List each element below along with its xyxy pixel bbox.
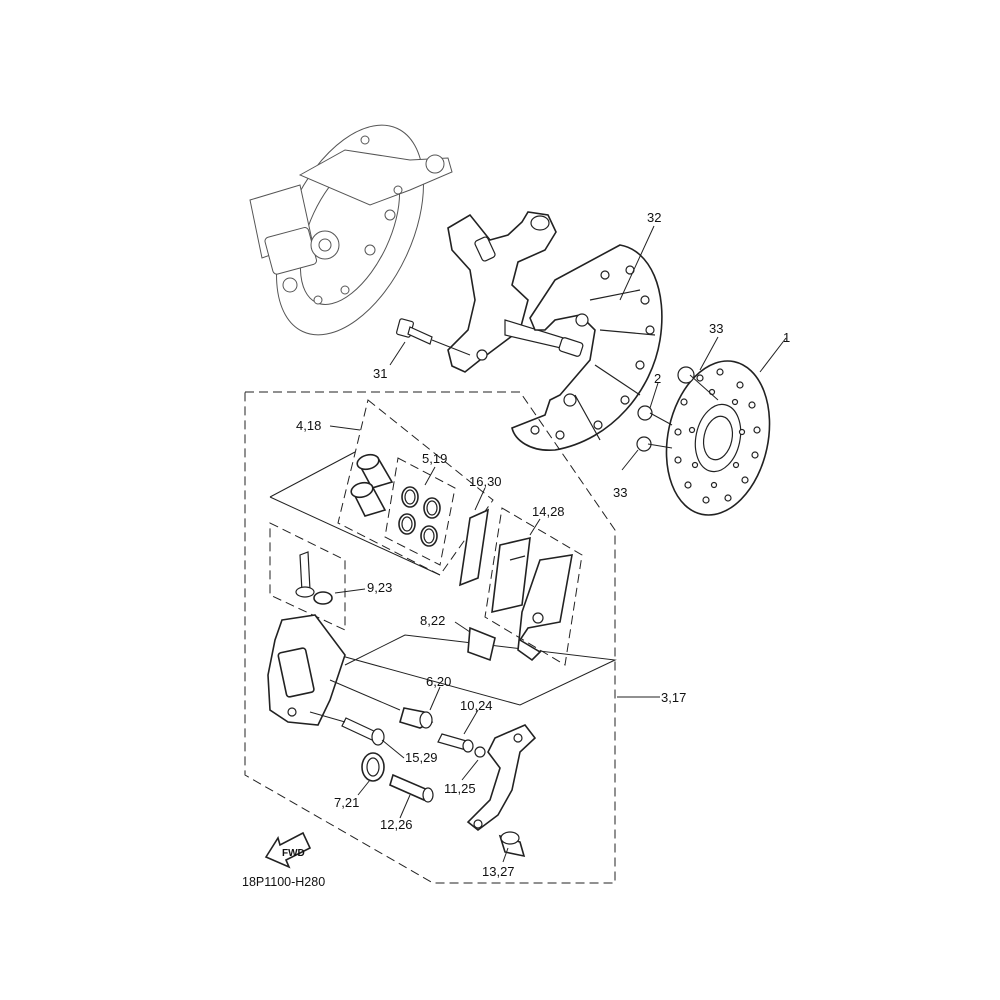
pad-kit-boundary [484, 507, 583, 666]
slide-pin-6-20 [329, 679, 434, 729]
brake-pads-14-28 [491, 536, 573, 662]
steering-knuckle [447, 211, 584, 373]
callout-6-20: 6,20 [426, 674, 451, 689]
disc-guard-32 [511, 244, 663, 451]
callout-10-24: 10,24 [460, 698, 493, 713]
callout-5-19: 5,19 [422, 451, 447, 466]
seal-kit-boundary [384, 457, 456, 566]
callout-15-29: 15,29 [405, 750, 438, 765]
callout-32: 32 [647, 210, 661, 225]
bolt-15-29 [309, 711, 385, 746]
boot-7-21 [361, 752, 385, 782]
callout-9-23: 9,23 [367, 580, 392, 595]
callout-4-18: 4,18 [296, 418, 321, 433]
callout-13-27: 13,27 [482, 864, 515, 879]
callout-3-17: 3,17 [661, 690, 686, 705]
diagram-code: 18P1100-H280 [242, 875, 325, 889]
piston-kit-boundary [337, 399, 494, 576]
bolts-33-2 [636, 366, 719, 452]
callout-31: 31 [373, 366, 387, 381]
pistons-4-18 [350, 453, 394, 517]
callout-33-top: 33 [709, 321, 723, 336]
caliper-body [267, 614, 346, 726]
bleed-screw-boundary [269, 522, 346, 631]
callout-12-26: 12,26 [380, 817, 413, 832]
assembled-hub-reference [249, 124, 453, 336]
pad-spring-8-22 [467, 626, 496, 662]
callout-11-25: 11,25 [444, 781, 476, 796]
callout-8-22: 8,22 [420, 613, 445, 628]
bleed-screw-9-23 [295, 551, 333, 605]
pin-12-26 [389, 773, 434, 803]
fwd-label: FWD [282, 848, 305, 859]
callout-2: 2 [654, 371, 661, 386]
caliper-bracket [466, 724, 537, 832]
seals-5-19 [398, 486, 441, 547]
callout-leaders [329, 225, 787, 863]
callout-1: 1 [783, 330, 790, 345]
forward-arrow: FWD [264, 831, 312, 869]
collar-13-27 [498, 831, 526, 858]
callout-16-30: 16,30 [469, 474, 502, 489]
callout-14-28: 14,28 [532, 504, 565, 519]
shim-16-30 [459, 508, 490, 587]
bolt-31 [396, 318, 471, 356]
caliper-assembly-boundary [244, 391, 616, 884]
callout-7-21: 7,21 [334, 795, 359, 810]
washer-11-25 [474, 746, 486, 758]
brake-disc-1 [665, 360, 771, 516]
callout-labels: 32 33 1 2 33 31 4,18 5,19 16,30 14,28 9,… [296, 210, 790, 879]
slide-pin-10-24 [437, 733, 474, 753]
callout-33-bottom: 33 [613, 485, 627, 500]
